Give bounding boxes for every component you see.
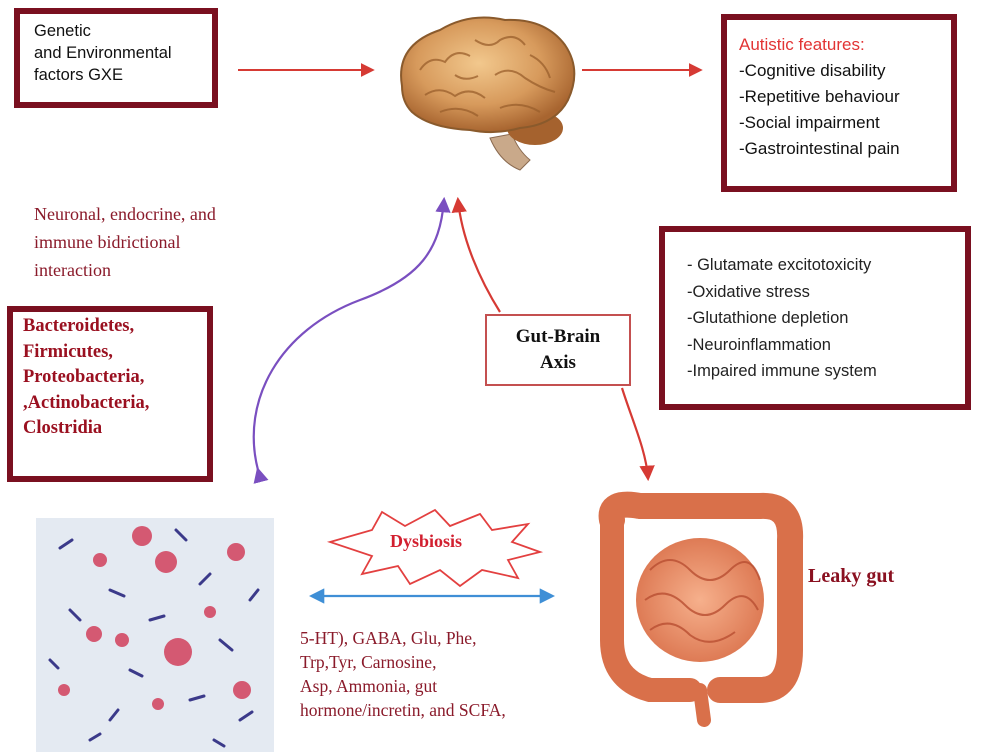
- mechanism-item: -Oxidative stress: [687, 279, 965, 306]
- brain-icon: [401, 18, 574, 170]
- bacteria-item: Proteobacteria,: [23, 365, 207, 391]
- bacteria-micrograph: [36, 518, 274, 752]
- gut-brain-axis-line: Gut-Brain: [487, 324, 629, 350]
- interaction-text: Neuronal, endocrine, and immune bidricti…: [34, 200, 294, 284]
- intestine-icon: [612, 505, 791, 720]
- factors-line: and Environmental: [34, 42, 212, 64]
- autistic-feature-item: -Gastrointestinal pain: [739, 136, 951, 162]
- autistic-feature-item: -Repetitive behaviour: [739, 84, 951, 110]
- factors-line: factors GXE: [34, 64, 212, 86]
- bacteria-item: Bacteroidetes,: [23, 314, 207, 340]
- interaction-line: immune bidrictional: [34, 228, 294, 256]
- autistic-features-heading: Autistic features:: [739, 32, 951, 58]
- autistic-feature-item: -Social impairment: [739, 110, 951, 136]
- arrow-axis-to-brain: [458, 200, 500, 312]
- mechanism-item: -Glutathione depletion: [687, 305, 965, 332]
- arrow-axis-to-gut: [622, 388, 648, 478]
- leaky-gut-label: Leaky gut: [808, 565, 894, 588]
- gut-brain-axis-box: Gut-Brain Axis: [485, 314, 631, 386]
- autistic-feature-item: -Cognitive disability: [739, 58, 951, 84]
- autistic-features-box: Autistic features: -Cognitive disability…: [721, 14, 957, 192]
- factors-line: Genetic: [34, 20, 212, 42]
- bacteria-item: Firmicutes,: [23, 340, 207, 366]
- mechanism-item: - Glutamate excitotoxicity: [687, 252, 965, 279]
- interaction-line: interaction: [34, 256, 294, 284]
- metabolites-text: 5-HT), GABA, Glu, Phe, Trp,Tyr, Carnosin…: [300, 626, 590, 722]
- metabolites-line: hormone/incretin, and SCFA,: [300, 698, 590, 722]
- genetic-environmental-factors-box: Genetic and Environmental factors GXE: [14, 8, 218, 108]
- interaction-line: Neuronal, endocrine, and: [34, 200, 294, 228]
- dysbiosis-label: Dysbiosis: [390, 531, 462, 552]
- metabolites-line: Asp, Ammonia, gut: [300, 674, 590, 698]
- mechanism-item: -Impaired immune system: [687, 358, 965, 385]
- mechanisms-box: - Glutamate excitotoxicity -Oxidative st…: [659, 226, 971, 410]
- mechanism-item: -Neuroinflammation: [687, 332, 965, 359]
- metabolites-line: Trp,Tyr, Carnosine,: [300, 650, 590, 674]
- bacteria-phyla-box: Bacteroidetes, Firmicutes, Proteobacteri…: [7, 306, 213, 482]
- bacteria-item: ,Actinobacteria,: [23, 391, 207, 417]
- gut-brain-axis-line: Axis: [487, 350, 629, 376]
- metabolites-line: 5-HT), GABA, Glu, Phe,: [300, 626, 590, 650]
- bacteria-item: Clostridia: [23, 416, 207, 442]
